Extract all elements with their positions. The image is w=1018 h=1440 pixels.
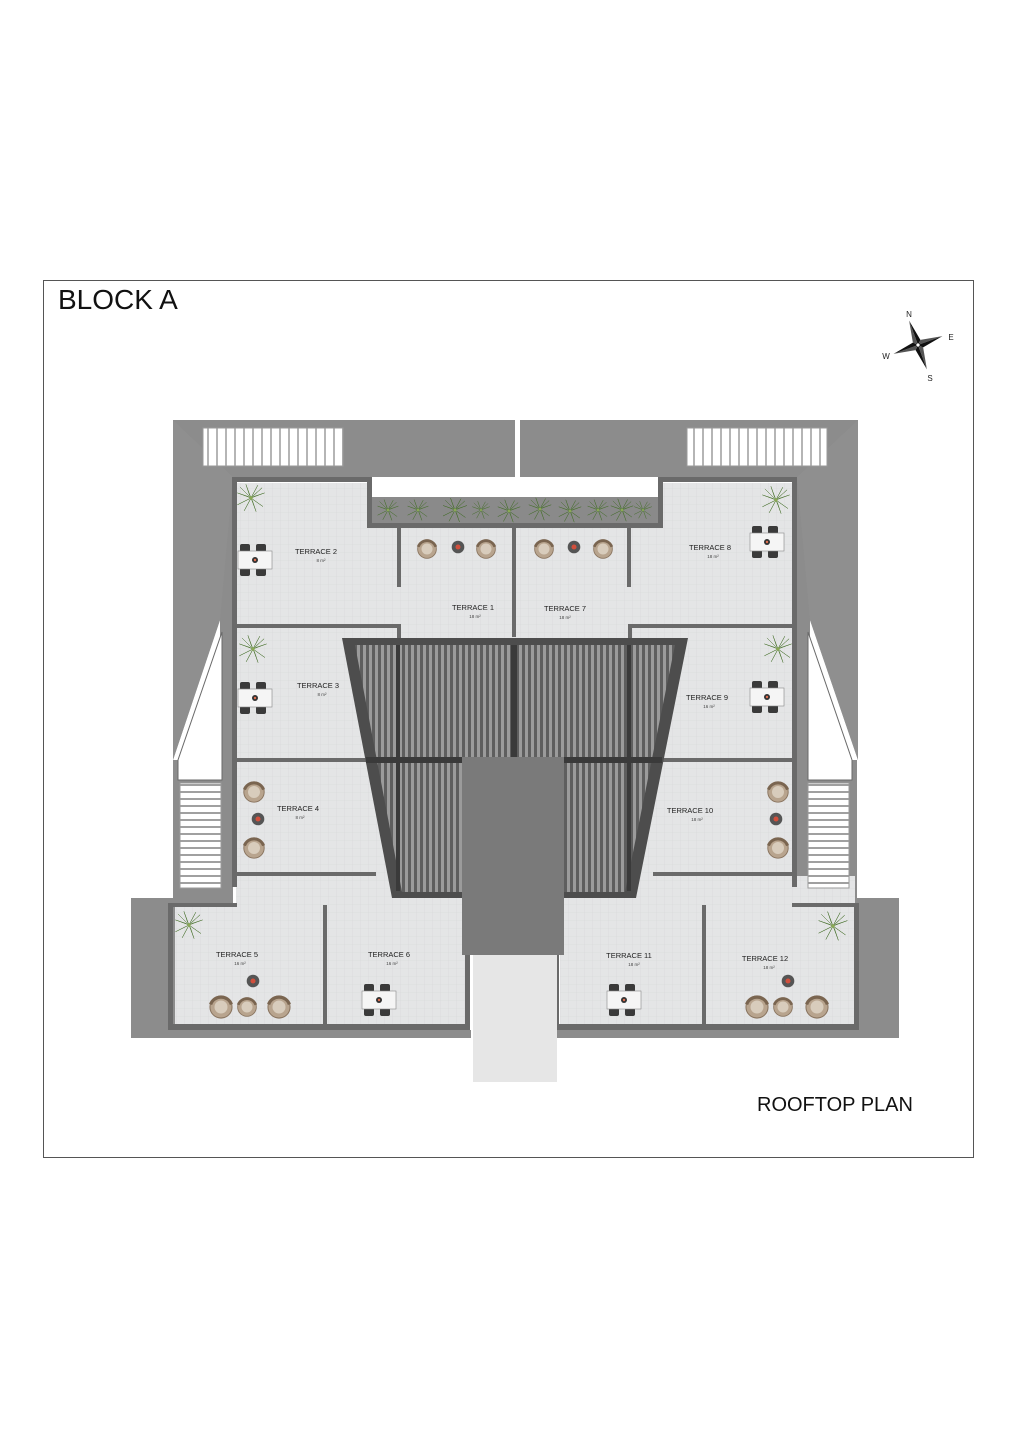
drawing-frame [43,280,974,1158]
terrace-11-area: 18 m² [628,962,640,967]
plan-title: ROOFTOP PLAN [757,1094,913,1116]
terrace-11-label: TERRACE 11 [606,951,652,960]
compass-west-label: W [882,352,890,361]
compass-east-label: E [948,333,953,342]
compass-south-label: S [927,374,932,383]
compass-rose-icon [893,320,943,370]
terrace-5-label: TERRACE 5 [216,950,258,959]
terrace-8-area: 18 m² [707,554,719,559]
terrace-7-label: TERRACE 7 [544,604,586,613]
terrace-3-area: 8 m² [318,692,328,697]
terrace-6-label: TERRACE 6 [368,950,410,959]
terrace-2-area: 8 m² [317,558,327,563]
terrace-1-area: 18 m² [469,614,481,619]
terrace-5-area: 16 m² [234,961,246,966]
terrace-8-label: TERRACE 8 [689,543,731,552]
terrace-9-label: TERRACE 9 [686,693,728,702]
block-title: BLOCK A [58,284,178,315]
stair-core [462,757,564,955]
terrace-9-area: 16 m² [703,704,715,709]
terrace-1-label: TERRACE 1 [452,603,494,612]
terrace-2-label: TERRACE 2 [295,547,337,556]
terrace-10-label: TERRACE 10 [667,806,713,815]
terrace-3-label: TERRACE 3 [297,681,339,690]
terrace-7-area: 18 m² [559,615,571,620]
terrace-12-area: 18 m² [763,965,775,970]
terrace-6-area: 16 m² [386,961,398,966]
terrace-4-area: 8 m² [296,815,306,820]
terrace-4-label: TERRACE 4 [277,804,319,813]
railings [177,427,853,889]
stair-landing [473,955,557,1082]
terrace-12-label: TERRACE 12 [742,954,788,963]
planter-strip [372,497,658,523]
terrace-10-area: 18 m² [691,817,703,822]
terrace-labels: TERRACE 2 8 m² TERRACE 1 18 m² TERRACE 7… [216,543,788,970]
compass-north-label: N [906,310,912,319]
